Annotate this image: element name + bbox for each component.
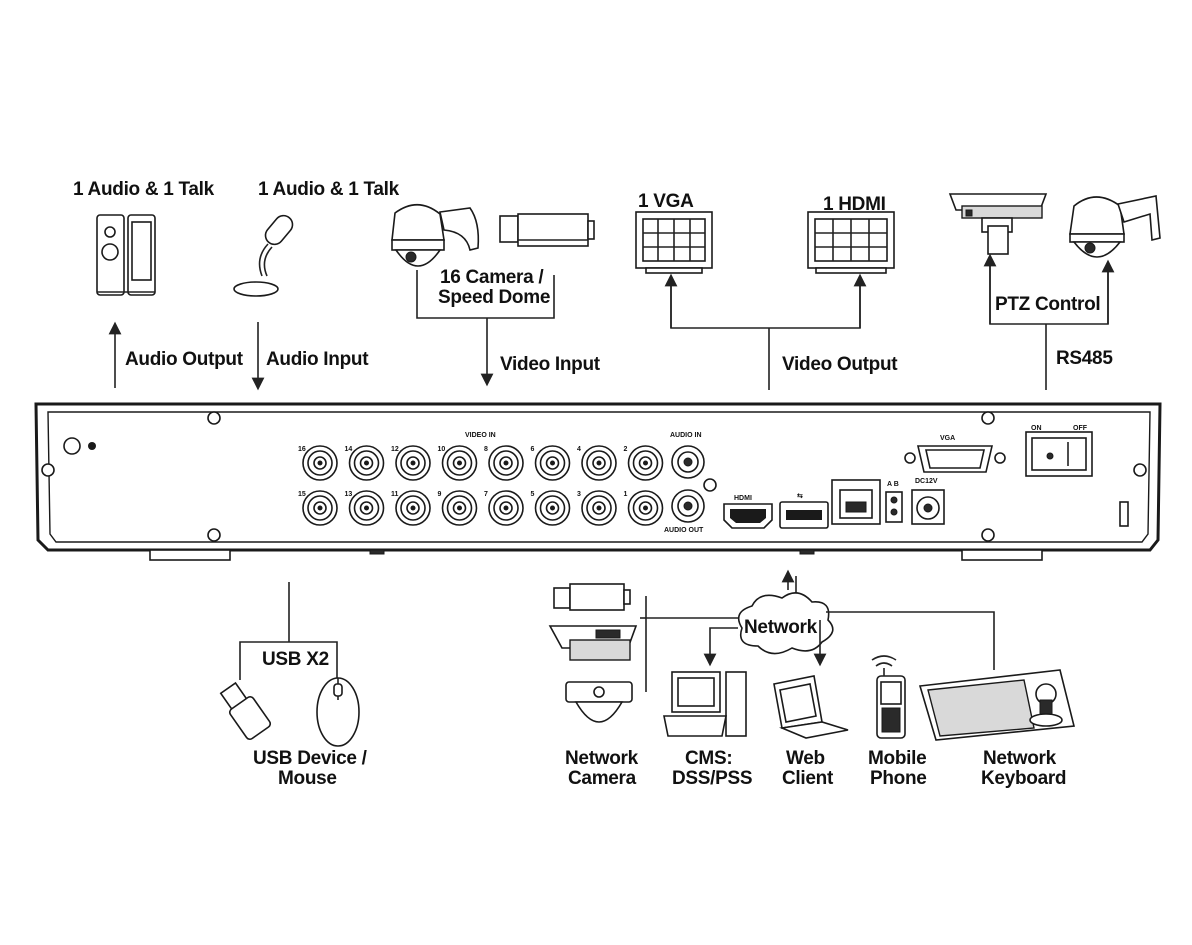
cms-computer-icon — [663, 671, 747, 737]
laptop-icon — [773, 675, 849, 739]
network-bullet-camera-icon — [548, 625, 638, 661]
label-web-line2: Client — [782, 768, 834, 789]
label-audio-talk-left: 1 Audio & 1 Talk — [73, 179, 215, 200]
dvr-rear-panel: VIDEO IN AUDIO IN AUDIO OUT VGA HDMI ON … — [34, 402, 1162, 561]
bnc-video-in-1: 1 — [624, 490, 664, 526]
label-rs485: RS485 — [1056, 348, 1113, 369]
label-cms-line1: CMS: — [685, 748, 732, 769]
mouse-icon — [316, 677, 360, 747]
usb-bracket — [239, 641, 338, 680]
label-hdmi: 1 HDMI — [823, 194, 886, 215]
bnc-port-number: 3 — [577, 491, 581, 498]
camera-bracket — [416, 270, 555, 319]
label-network: Network — [744, 617, 818, 638]
bnc-video-in-16: 16 — [298, 445, 338, 481]
label-network-camera-line2: Camera — [568, 768, 637, 789]
bnc-video-in-5: 5 — [531, 490, 571, 526]
panel-on: ON — [1031, 425, 1042, 432]
label-camera-line2: Speed Dome — [438, 287, 550, 308]
bnc-port-number: 13 — [345, 491, 353, 498]
speed-dome-camera-right-icon — [1069, 195, 1161, 258]
label-vga: 1 VGA — [638, 191, 694, 212]
usb-symbol: ⇆ — [797, 492, 803, 500]
bnc-port-number: 9 — [438, 491, 442, 498]
label-camera-line1: 16 Camera / — [440, 267, 544, 288]
label-ptz-control: PTZ Control — [995, 294, 1100, 315]
network-cloud-icon — [737, 592, 834, 655]
video-output-bracket — [670, 282, 861, 329]
panel-hdmi: HDMI — [734, 495, 752, 502]
panel-video-in: VIDEO IN — [465, 432, 496, 439]
net-line-cms — [703, 627, 738, 667]
box-camera-icon — [499, 213, 595, 247]
bnc-video-in-4: 4 — [577, 445, 617, 481]
bnc-video-in-2: 2 — [624, 445, 664, 481]
net-line-keyboard — [826, 611, 995, 670]
bnc-port-number: 8 — [484, 446, 488, 453]
bnc-port-number: 16 — [298, 446, 306, 453]
network-dome-camera-icon — [565, 681, 633, 723]
network-box-camera-icon — [553, 583, 631, 611]
panel-ab: A B — [887, 481, 899, 488]
panel-off: OFF — [1073, 425, 1088, 432]
label-usb-x2: USB X2 — [262, 649, 329, 670]
hdmi-monitor-icon — [807, 211, 895, 274]
label-audio-talk-right: 1 Audio & 1 Talk — [258, 179, 400, 200]
bnc-port-number: 14 — [345, 446, 353, 453]
label-mobile-line1: Mobile — [868, 748, 926, 769]
bnc-port-number: 4 — [577, 446, 581, 453]
bnc-port-number: 12 — [391, 446, 399, 453]
label-video-input: Video Input — [500, 354, 601, 375]
label-keyboard-line1: Network — [983, 748, 1057, 769]
panel-audio-out: AUDIO OUT — [664, 527, 704, 534]
bnc-port-number: 2 — [624, 446, 628, 453]
label-mobile-line2: Phone — [870, 768, 927, 789]
mobile-phone-icon — [871, 655, 906, 739]
bnc-video-in-15: 15 — [298, 490, 338, 526]
bnc-video-in-9: 9 — [438, 490, 478, 526]
bnc-video-in-14: 14 — [345, 445, 385, 481]
bnc-port-number: 6 — [531, 446, 535, 453]
speed-dome-camera-icon — [391, 203, 480, 267]
label-audio-input: Audio Input — [266, 349, 369, 370]
panel-dc: DC12V — [915, 478, 938, 485]
usb-stick-icon — [219, 681, 272, 741]
bnc-video-in-3: 3 — [577, 490, 617, 526]
vga-monitor-icon — [635, 211, 713, 274]
bnc-port-number: 7 — [484, 491, 488, 498]
panel-audio-in: AUDIO IN — [670, 432, 702, 439]
bnc-port-number: 11 — [391, 491, 399, 498]
bnc-video-in-8: 8 — [484, 445, 524, 481]
bnc-port-number: 15 — [298, 491, 306, 498]
label-network-camera-line1: Network — [565, 748, 639, 769]
label-usb-device-line1: USB Device / — [253, 748, 368, 769]
bnc-port-number: 10 — [438, 446, 446, 453]
bnc-port-number: 5 — [531, 491, 535, 498]
bnc-video-in-11: 11 — [391, 490, 431, 526]
panel-vga: VGA — [940, 435, 955, 442]
label-keyboard-line2: Keyboard — [981, 768, 1066, 789]
label-video-output: Video Output — [782, 354, 898, 375]
speaker-icon — [96, 214, 156, 296]
ptz-camera-icon — [948, 193, 1048, 255]
bnc-video-in-7: 7 — [484, 490, 524, 526]
label-audio-output: Audio Output — [125, 349, 244, 370]
network-keyboard-icon — [918, 669, 1076, 741]
net-line-camera — [645, 596, 738, 619]
bnc-video-in-12: 12 — [391, 445, 431, 481]
bnc-video-in-13: 13 — [345, 490, 385, 526]
label-web-line1: Web — [786, 748, 825, 769]
bnc-video-in-10: 10 — [438, 445, 478, 481]
bnc-video-in-6: 6 — [531, 445, 571, 481]
label-usb-device-line2: Mouse — [278, 768, 337, 789]
microphone-icon — [233, 214, 294, 297]
label-cms-line2: DSS/PSS — [672, 768, 752, 789]
bnc-port-number: 1 — [624, 491, 628, 498]
